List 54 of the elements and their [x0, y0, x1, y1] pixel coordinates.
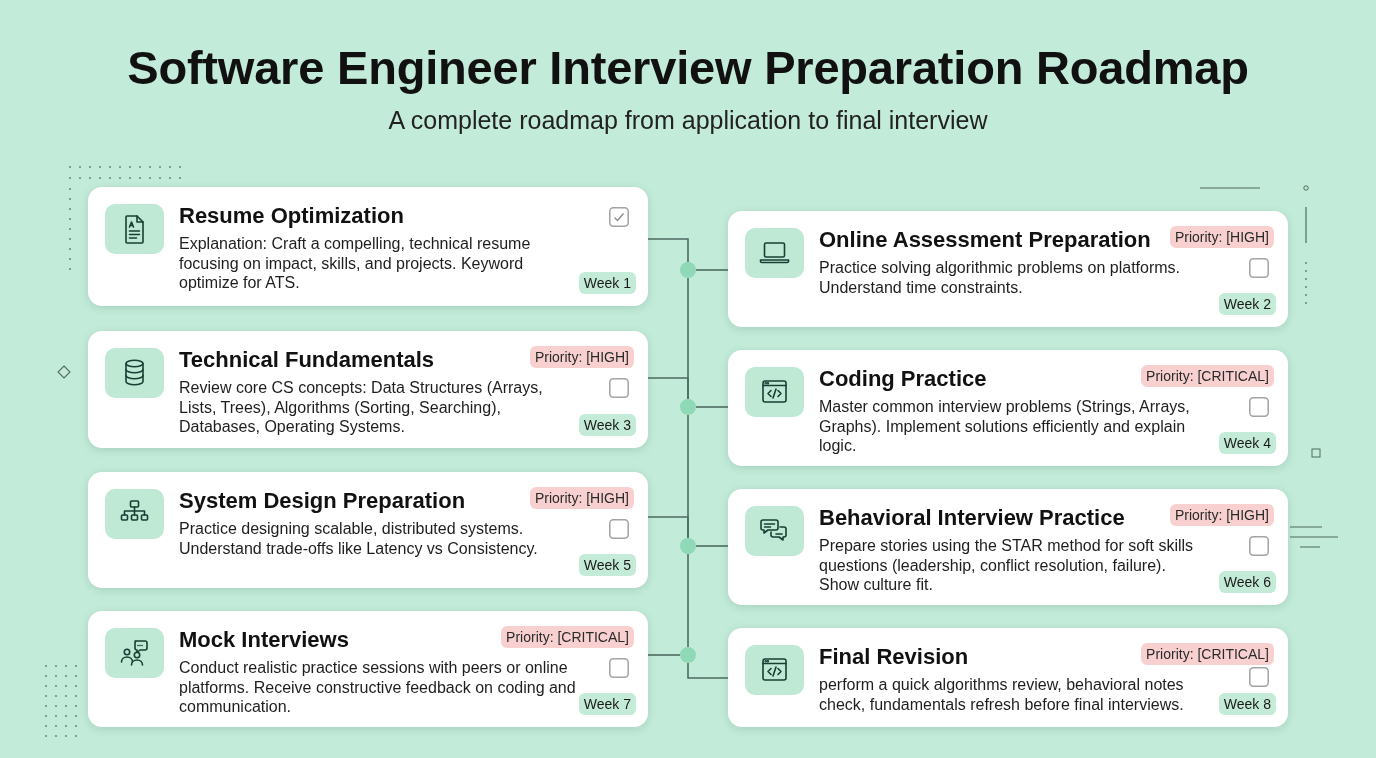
- card-description: Explanation: Craft a compelling, technical resume focusing on impact, skills, and projects. Keyword optimize for ATS.: [179, 234, 532, 293]
- subtitle: A complete roadmap from application to final interview: [388, 105, 988, 135]
- week-badge: Week 5: [578, 554, 636, 576]
- week-badge: Week 7: [578, 693, 636, 715]
- week-badge: Week 6: [1218, 571, 1276, 593]
- week-badge: Week 4: [1218, 432, 1276, 454]
- priority-badge: Priority: [HIGH]: [529, 487, 634, 509]
- week-badge: Week 1: [578, 272, 636, 294]
- junction-dot: [680, 399, 696, 415]
- task-card: [728, 489, 1288, 605]
- card-title: Technical Fundamentals: [179, 346, 435, 374]
- connector-line: [687, 662, 729, 679]
- week-badge: Week 8: [1218, 693, 1276, 715]
- week-badge: Week 2: [1218, 293, 1276, 315]
- connector-line: [695, 269, 729, 271]
- connector-line: [647, 377, 689, 400]
- priority-badge: Priority: [CRITICAL]: [1141, 643, 1274, 665]
- task-card: [88, 611, 648, 727]
- connector-line: [647, 238, 689, 263]
- connector-line: [695, 406, 729, 408]
- card-title: Resume Optimization: [179, 202, 404, 230]
- task-card: [88, 472, 648, 588]
- task-card: [728, 350, 1288, 466]
- card-description: Prepare stories using the STAR method for soft skills questions (leadership, conflict resolution, failure). Show culture fit.: [819, 536, 1195, 595]
- connector-line: [695, 545, 729, 547]
- week-badge: Week 3: [578, 414, 636, 436]
- card-title: Behavioral Interview Practice: [819, 504, 1125, 532]
- card-description: perform a quick algorithms review, behavioral notes check, fundamentals refresh before final interviews.: [819, 675, 1185, 714]
- card-description: Practice designing scalable, distributed systems. Understand trade-offs like Latency vs Consistency.: [179, 519, 539, 558]
- connector-line: [647, 654, 681, 656]
- diagram-title: Software Engineer Interview Preparation Roadmap: [127, 40, 1249, 96]
- task-card: [88, 187, 648, 306]
- priority-badge: Priority: [HIGH]: [529, 346, 634, 368]
- card-description: Master common interview problems (Strings, Arrays, Graphs). Implement solutions efficiently and explain logic.: [819, 397, 1191, 456]
- card-title: Coding Practice: [819, 365, 987, 393]
- junction-dot: [680, 647, 696, 663]
- card-title: Mock Interviews: [179, 626, 349, 654]
- task-card: [728, 628, 1288, 727]
- card-title: Online Assessment Preparation: [819, 226, 1151, 254]
- priority-badge: Priority: [CRITICAL]: [1141, 365, 1274, 387]
- junction-dot: [680, 262, 696, 278]
- connector-line: [647, 516, 689, 539]
- priority-badge: Priority: [HIGH]: [1169, 226, 1274, 248]
- task-card: [88, 331, 648, 448]
- card-description: Review core CS concepts: Data Structures (Arrays, Lists, Trees), Algorithms (Sorting, Searching), Databases, Operating Systems.: [179, 378, 544, 437]
- card-title: Final Revision: [819, 643, 969, 671]
- junction-dot: [680, 538, 696, 554]
- priority-badge: Priority: [HIGH]: [1169, 504, 1274, 526]
- card-description: Conduct realistic practice sessions with peers or online platforms. Receive constructive feedback on coding and communication.: [179, 658, 577, 717]
- card-title: System Design Preparation: [179, 487, 466, 515]
- connector-line: [687, 553, 689, 648]
- priority-badge: Priority: [CRITICAL]: [501, 626, 634, 648]
- card-description: Practice solving algorithmic problems on platforms. Understand time constraints.: [819, 258, 1182, 297]
- task-card: [728, 211, 1288, 327]
